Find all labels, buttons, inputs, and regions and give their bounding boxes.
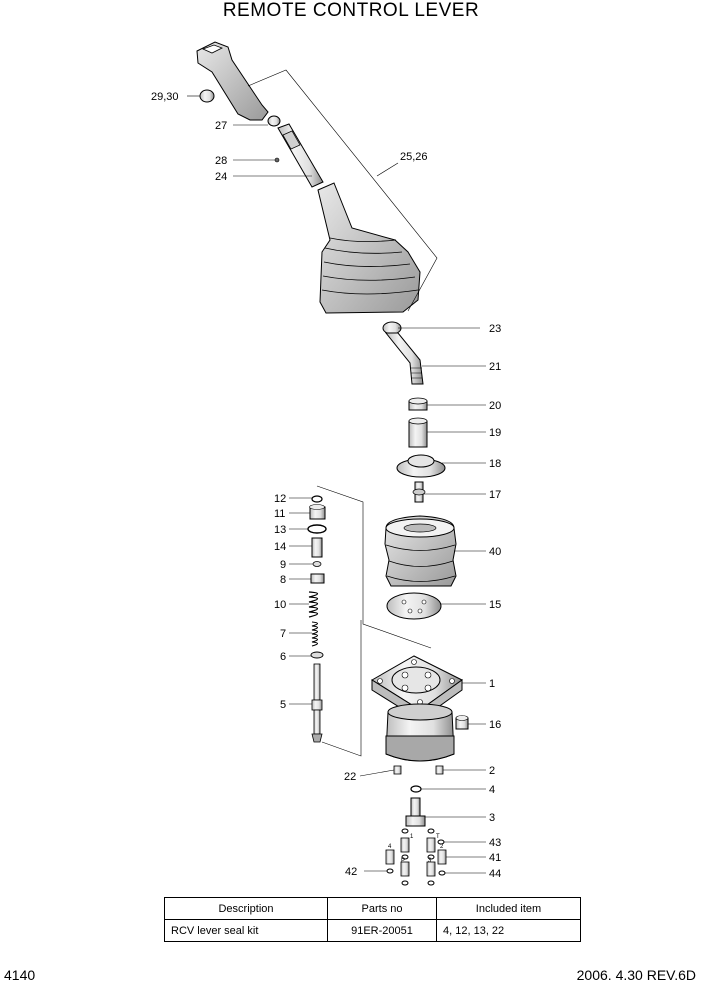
callout-4: 4 [489, 784, 495, 796]
callout-20: 20 [489, 400, 501, 412]
plug-part-16 [455, 715, 469, 730]
callout-3: 3 [489, 812, 495, 824]
header-description: Description [164, 897, 328, 920]
boot-part-25-26 [317, 182, 421, 314]
dotted-assembly-outline [247, 69, 438, 312]
casing-body [385, 703, 455, 762]
handle-grip [196, 41, 269, 121]
port-mark-3b: 3 [428, 858, 432, 864]
left-stack-bracket-line [316, 485, 432, 757]
callout-19: 19 [489, 427, 501, 439]
leader-lines [187, 95, 486, 874]
cell-description: RCV lever seal kit [164, 919, 328, 942]
screw-part-28 [274, 157, 280, 163]
callout-1: 1 [489, 678, 495, 690]
disc-plate-part-18 [396, 454, 446, 478]
o-ring-part-4 [410, 785, 422, 793]
revision-date: 2006. 4.30 REV.6D [576, 967, 696, 983]
callout-18: 18 [489, 458, 501, 470]
coupling-part-19 [408, 417, 428, 448]
callout-11: 11 [274, 508, 285, 520]
callout-12: 12 [274, 493, 286, 505]
nut-part-20 [408, 397, 428, 411]
bellows-part-40 [384, 515, 457, 587]
table-row: RCV lever seal kit 91ER-20051 4, 12, 13,… [164, 919, 581, 942]
bolt-part-3 [405, 797, 426, 827]
left-spool-stack [307, 495, 327, 743]
bent-rod-part-21 [384, 332, 424, 385]
port-mark-t: T [436, 834, 440, 840]
callout-15: 15 [489, 599, 501, 611]
callout-9: 9 [280, 559, 286, 571]
parts-table: Description Parts no Included item RCV l… [164, 897, 581, 942]
callout-8: 8 [280, 574, 286, 586]
port-mark-2: 2 [440, 844, 444, 850]
callout-7: 7 [280, 628, 286, 640]
callout-14: 14 [274, 541, 286, 553]
callout-16: 16 [489, 719, 501, 731]
header-included-item: Included item [436, 897, 581, 920]
callout-43: 43 [489, 837, 501, 849]
callout-42: 42 [345, 866, 357, 878]
pins-part-2-22 [393, 765, 444, 775]
page-title: REMOTE CONTROL LEVER [222, 0, 480, 21]
parts-table-header-row: Description Parts no Included item [164, 897, 581, 920]
callout-23: 23 [489, 323, 501, 335]
port-mark-4: 4 [388, 844, 392, 850]
switch-part-27 [267, 115, 281, 127]
port-mark-p: P [401, 858, 405, 864]
joint-part-17 [412, 481, 426, 503]
callout-10: 10 [274, 599, 286, 611]
callout-21: 21 [489, 361, 501, 373]
callout-5: 5 [280, 699, 286, 711]
callout-44: 44 [489, 868, 501, 880]
plate-part-15 [386, 592, 442, 620]
cap-part-29-30 [199, 89, 215, 103]
port-fittings: 1 T 4 2 P P 3 [385, 828, 447, 886]
callout-25-26: 25,26 [400, 151, 428, 163]
callout-41: 41 [489, 852, 501, 864]
page-number: 4140 [4, 967, 36, 983]
cell-parts-no: 91ER-20051 [327, 919, 437, 942]
callout-40: 40 [489, 546, 501, 558]
callout-13: 13 [274, 524, 286, 536]
callout-28: 28 [215, 155, 227, 167]
callout-22: 22 [344, 771, 356, 783]
callout-27: 27 [215, 120, 227, 132]
callout-labels: 29,30 27 28 24 25,26 23 21 20 19 18 17 4… [151, 91, 501, 880]
callout-29-30: 29,30 [151, 91, 179, 103]
callout-17: 17 [489, 489, 501, 501]
callout-24: 24 [215, 171, 227, 183]
cell-included-item: 4, 12, 13, 22 [436, 919, 581, 942]
port-mark-1: 1 [410, 834, 414, 840]
callout-6: 6 [280, 651, 286, 663]
callout-2: 2 [489, 765, 495, 777]
header-parts-no: Parts no [327, 897, 437, 920]
lever-shaft-part-24 [277, 123, 324, 188]
